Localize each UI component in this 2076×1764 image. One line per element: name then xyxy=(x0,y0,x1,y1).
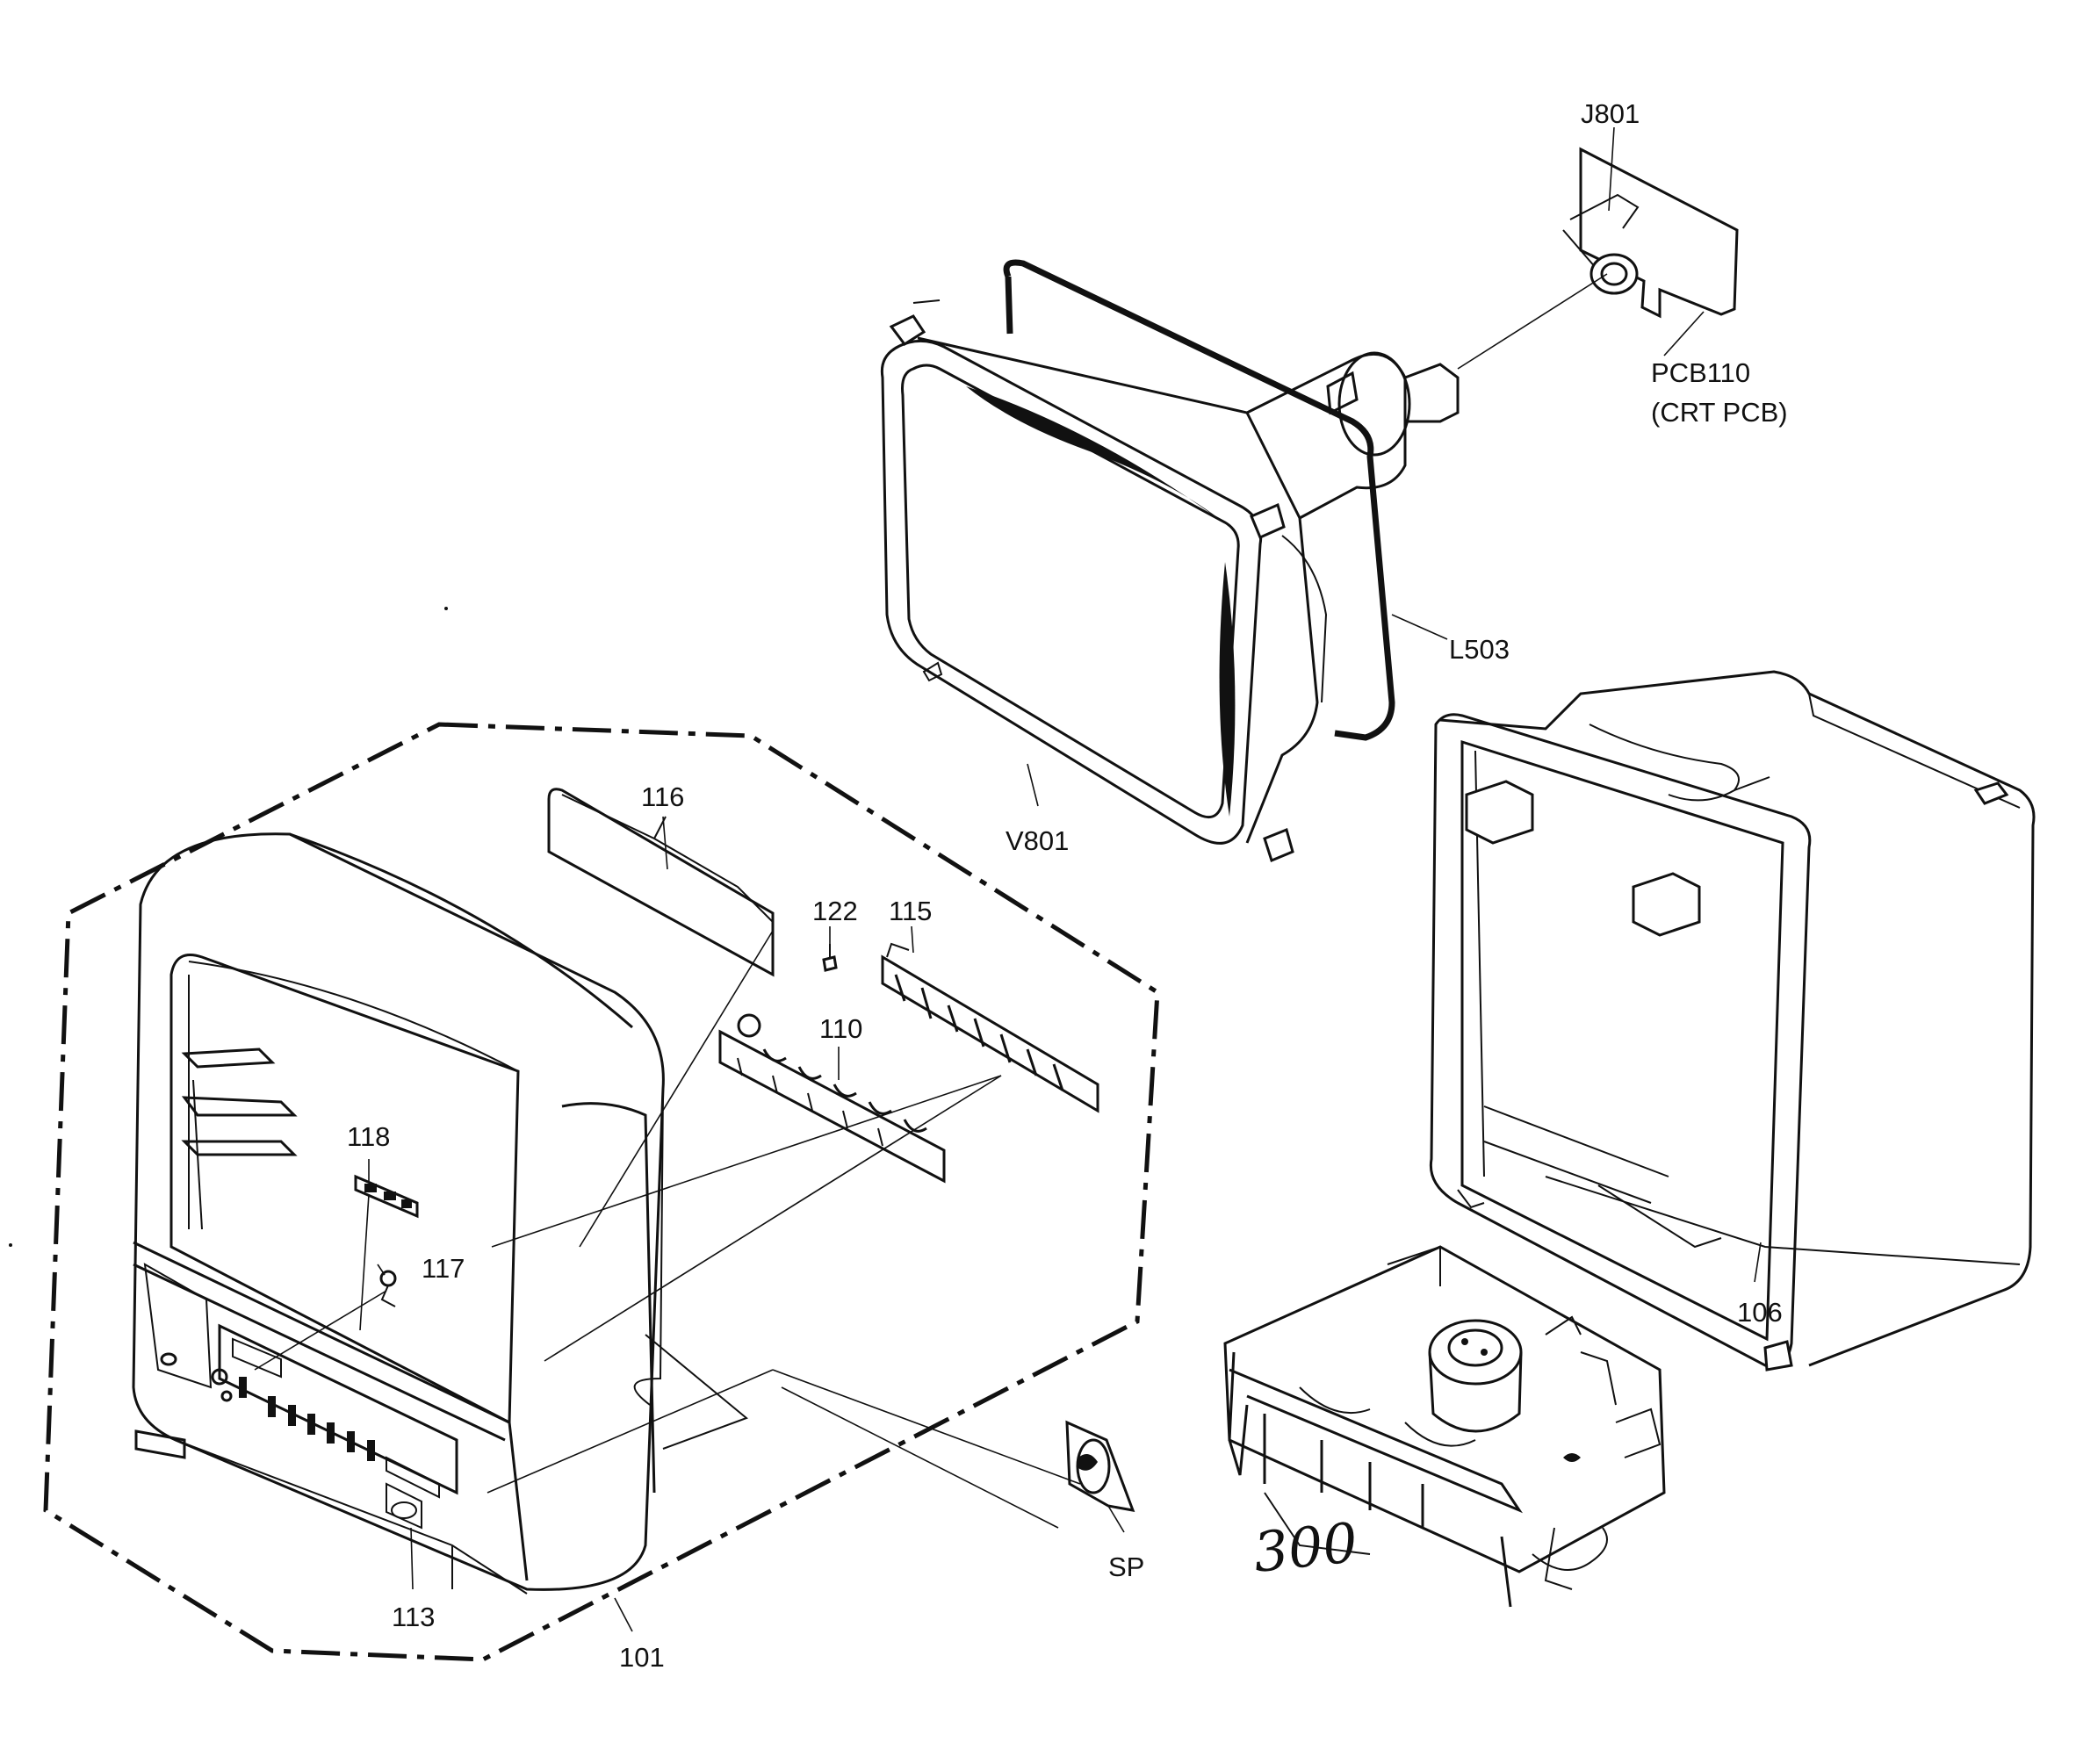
front-cabinet-group-outline xyxy=(43,722,1160,1662)
label-j801: J801 xyxy=(1581,98,1640,129)
label-118: 118 xyxy=(347,1121,390,1152)
part-110-board xyxy=(718,1013,946,1184)
label-pcb110: PCB110 xyxy=(1651,357,1750,388)
label-113: 113 xyxy=(392,1602,435,1632)
callout-labels: J801 PCB110 (CRT PCB) L503 V801 116 122 … xyxy=(347,98,1788,1673)
label-v801: V801 xyxy=(1006,825,1069,856)
front-cabinet xyxy=(132,832,748,1595)
label-sp: SP xyxy=(1108,1552,1144,1582)
label-110: 110 xyxy=(819,1013,862,1044)
part-117 xyxy=(379,1270,397,1307)
label-101: 101 xyxy=(619,1642,665,1673)
part-118-badge xyxy=(354,1174,419,1219)
label-115: 115 xyxy=(889,896,932,926)
crt-picture-tube xyxy=(880,259,1608,863)
crt-pcb-board xyxy=(1562,147,1739,319)
front-buttons xyxy=(239,1377,375,1461)
label-l503: L503 xyxy=(1449,634,1510,665)
label-116: 116 xyxy=(641,781,684,812)
part-116-strip xyxy=(547,788,775,977)
speaker-sp xyxy=(1065,1420,1135,1512)
label-106: 106 xyxy=(1737,1297,1783,1328)
label-300-handwritten: 300 xyxy=(1251,1510,1360,1585)
part-115-bracket xyxy=(881,942,1099,1113)
label-122: 122 xyxy=(812,896,858,926)
part-122 xyxy=(822,944,838,972)
leader-lines xyxy=(254,126,1762,1632)
vcr-mechanism xyxy=(1223,1245,1666,1608)
rear-cabinet xyxy=(1429,670,2036,1372)
label-117: 117 xyxy=(422,1253,465,1284)
label-crt-pcb: (CRT PCB) xyxy=(1651,397,1788,428)
